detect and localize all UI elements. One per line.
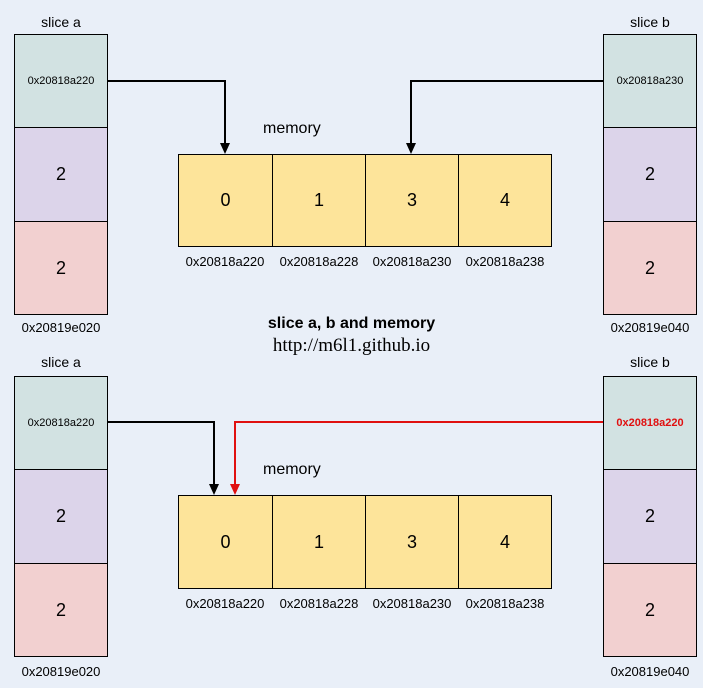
diagram-caption: slice a, b and memory xyxy=(267,315,436,332)
slice-a-pointer: 0x20818a220 xyxy=(14,376,108,470)
memory-address-3: 0x20818a238 xyxy=(465,254,545,269)
memory-cell-2: 3 xyxy=(365,495,459,589)
slice-b-address: 0x20819e040 xyxy=(610,664,690,679)
slice-b-label: slice b xyxy=(630,14,670,30)
memory-cell-1: 1 xyxy=(272,495,366,589)
memory-cell-2: 3 xyxy=(365,154,459,247)
memory-address-3: 0x20818a238 xyxy=(465,596,545,611)
slice-a-pointer: 0x20818a220 xyxy=(14,34,108,128)
slice-b-len: 2 xyxy=(603,469,697,564)
slice-b-label: slice b xyxy=(630,354,670,370)
memory-address-0: 0x20818a220 xyxy=(185,254,265,269)
slice-a-address: 0x20819e020 xyxy=(21,664,101,679)
slice-a-cap: 2 xyxy=(14,221,108,315)
arrow-slice-a-to-memory-0 xyxy=(108,80,230,154)
slice-b-len: 2 xyxy=(603,127,697,222)
memory-cell-0: 0 xyxy=(178,495,273,589)
memory-address-1: 0x20818a228 xyxy=(279,254,359,269)
memory-address-0: 0x20818a220 xyxy=(185,596,265,611)
slice-a-len: 2 xyxy=(14,127,108,222)
memory-label: memory xyxy=(263,120,321,137)
slice-a-label: slice a xyxy=(41,14,81,30)
slice-b-pointer: 0x20818a220 xyxy=(603,376,697,470)
arrow-slice-a-to-memory-0 xyxy=(108,421,219,495)
memory-cell-3: 4 xyxy=(458,495,552,589)
slice-b-cap: 2 xyxy=(603,563,697,657)
arrow-slice-b-to-memory-2 xyxy=(406,80,603,154)
slice-b-pointer: 0x20818a230 xyxy=(603,34,697,128)
memory-cell-1: 1 xyxy=(272,154,366,247)
slice-b-address: 0x20819e040 xyxy=(610,320,690,335)
slice-a-address: 0x20819e020 xyxy=(21,320,101,335)
memory-address-2: 0x20818a230 xyxy=(372,596,452,611)
memory-label: memory xyxy=(263,461,321,478)
slice-a-len: 2 xyxy=(14,469,108,564)
memory-address-2: 0x20818a230 xyxy=(372,254,452,269)
memory-cell-3: 4 xyxy=(458,154,552,247)
memory-address-1: 0x20818a228 xyxy=(279,596,359,611)
arrow-slice-b-to-memory-0 xyxy=(230,421,603,495)
slice-b-cap: 2 xyxy=(603,221,697,315)
source-url: http://m6l1.github.io xyxy=(272,335,431,356)
memory-cell-0: 0 xyxy=(178,154,273,247)
slice-a-cap: 2 xyxy=(14,563,108,657)
slice-a-label: slice a xyxy=(41,354,81,370)
